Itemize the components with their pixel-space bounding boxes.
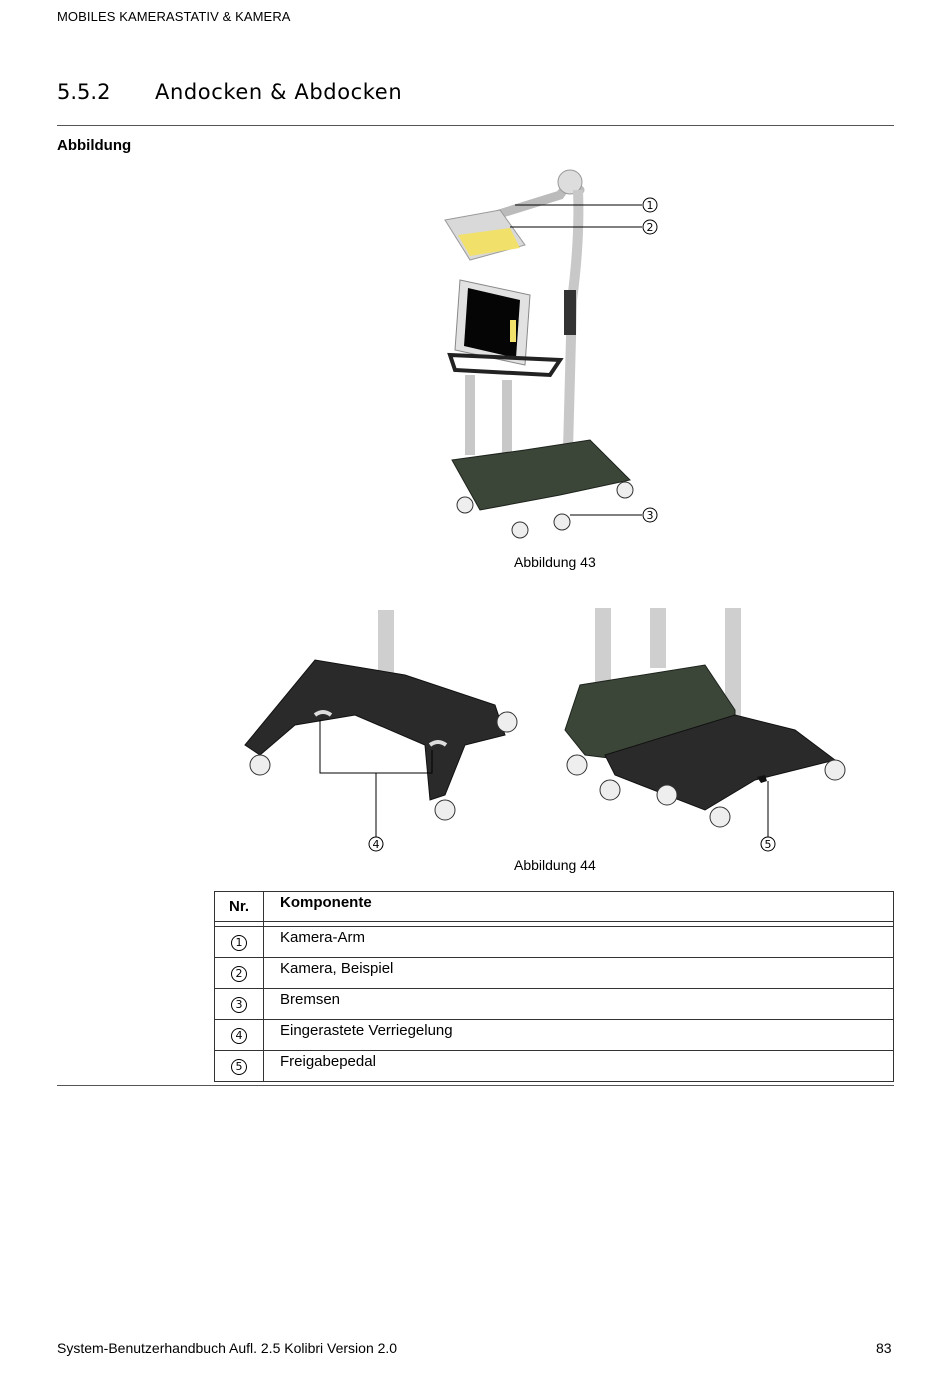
caster-wheel (824, 759, 846, 781)
svg-text:2: 2 (647, 221, 654, 234)
caster-wheel (496, 711, 518, 733)
arm-joint (557, 169, 583, 195)
pole-grip (564, 290, 576, 335)
pole-stub (378, 610, 394, 688)
table-row: 4 Eingerastete Verriegelung (214, 1019, 894, 1051)
caster-wheel (553, 513, 571, 531)
callout-5: 5 (760, 836, 776, 852)
caster-wheel (616, 481, 634, 499)
footer-page-number: 83 (876, 1340, 892, 1356)
section-title: Andocken & Abdocken (155, 80, 403, 104)
latch-left (313, 710, 333, 717)
caster-wheel (511, 521, 529, 539)
callout-2: 2 (642, 219, 658, 235)
divider-bottom (57, 1085, 894, 1086)
caster-wheel (456, 496, 474, 514)
figure-44-base-detail: 4 5 (244, 608, 846, 852)
handle-tray (447, 352, 564, 378)
release-pedal (757, 775, 767, 783)
table-row: 5 Freigabepedal (214, 1050, 894, 1082)
table-row: 2 Kamera, Beispiel (214, 957, 894, 989)
caster-wheel (249, 754, 271, 776)
stand-base (451, 439, 632, 511)
section-number: 5.5.2 (57, 80, 111, 104)
monitor-accent (510, 320, 516, 342)
monitor-screen (464, 288, 520, 358)
row-component: Bremsen (263, 988, 894, 1020)
footer-document-title: System-Benutzerhandbuch Aufl. 2.5 Kolibr… (57, 1340, 398, 1356)
svg-text:4: 4 (373, 838, 380, 851)
row-number: 2 (231, 966, 247, 982)
row-number: 4 (231, 1028, 247, 1044)
caster-wheel (599, 779, 621, 801)
component-table: Nr. Komponente 1 Kamera-Arm 2 Kamera, Be… (214, 891, 894, 1082)
figure-43-camera-stand: 1 2 3 (444, 169, 658, 539)
row-component: Freigabepedal (263, 1050, 894, 1082)
row-component: Kamera, Beispiel (263, 957, 894, 989)
subheading: Abbildung (57, 137, 132, 154)
callout-1: 1 (642, 197, 658, 213)
caster-wheel (709, 806, 731, 828)
row-component: Eingerastete Verriegelung (263, 1019, 894, 1051)
running-header: MOBILES KAMERASTATIV & KAMERA (57, 9, 291, 24)
figure-43-caption: Abbildung 43 (514, 554, 596, 570)
row-component: Kamera-Arm (263, 926, 894, 958)
row-number: 5 (231, 1059, 247, 1075)
camera-light (458, 228, 520, 256)
svg-text:3: 3 (647, 509, 654, 522)
header-component: Komponente (263, 891, 894, 922)
pole-stub (595, 608, 611, 688)
svg-text:1: 1 (647, 199, 654, 212)
table-header-row: Nr. Komponente (214, 891, 894, 922)
caster-wheel (656, 784, 678, 806)
pole-stub (725, 608, 741, 718)
pole-stub (650, 608, 666, 668)
row-number: 3 (231, 997, 247, 1013)
stand-pole-left (465, 375, 475, 455)
callout-3: 3 (642, 507, 658, 523)
header-nr: Nr. (214, 891, 264, 922)
figure-44-caption: Abbildung 44 (514, 857, 596, 873)
svg-text:5: 5 (765, 838, 772, 851)
table-row: 3 Bremsen (214, 988, 894, 1020)
stand-pole-middle (502, 380, 512, 460)
base-left (244, 659, 506, 801)
callout-4: 4 (368, 836, 384, 852)
divider-top (57, 125, 894, 126)
caster-wheel (434, 799, 456, 821)
table-row: 1 Kamera-Arm (214, 926, 894, 958)
latch-right (428, 740, 448, 747)
caster-wheel (566, 754, 588, 776)
row-number: 1 (231, 935, 247, 951)
